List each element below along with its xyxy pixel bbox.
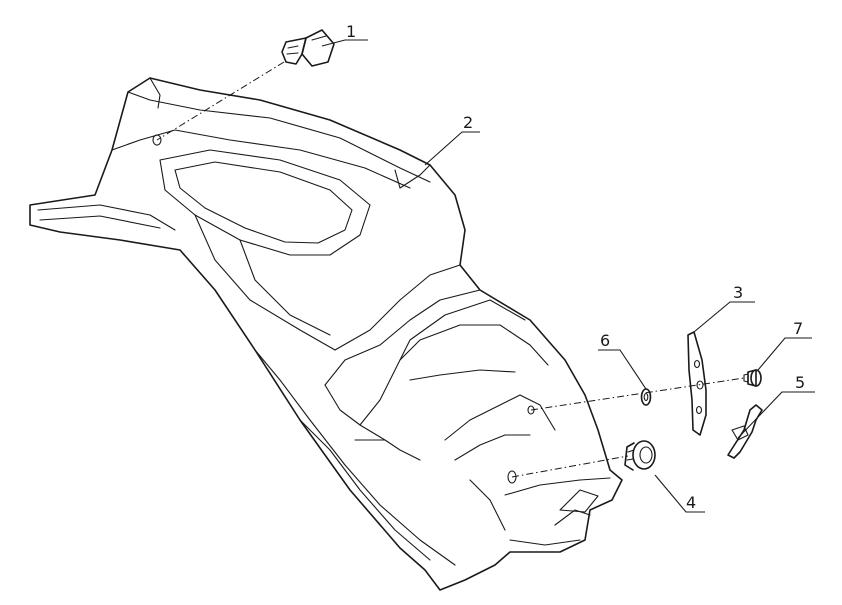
part-1-push-clip bbox=[281, 29, 335, 67]
callout-6: 6 bbox=[600, 331, 610, 350]
callout-2: 2 bbox=[463, 113, 473, 132]
part-5-hook-clip bbox=[727, 404, 763, 459]
assembly-axis-lines bbox=[156, 61, 745, 478]
callout-3: 3 bbox=[733, 283, 743, 302]
part-2-rear-fender-body bbox=[29, 77, 623, 591]
callout-5: 5 bbox=[795, 373, 805, 392]
part-4-grommet bbox=[624, 440, 656, 471]
part-7-rivet bbox=[743, 369, 762, 387]
callout-4: 4 bbox=[686, 493, 696, 512]
leader-lines bbox=[321, 39, 815, 513]
part-6-washer bbox=[640, 388, 652, 406]
callout-1: 1 bbox=[346, 22, 356, 41]
part-3-bracket-strap bbox=[687, 331, 707, 436]
callout-7: 7 bbox=[793, 319, 803, 338]
callout-labels: 1 2 3 4 5 6 7 bbox=[346, 22, 805, 512]
